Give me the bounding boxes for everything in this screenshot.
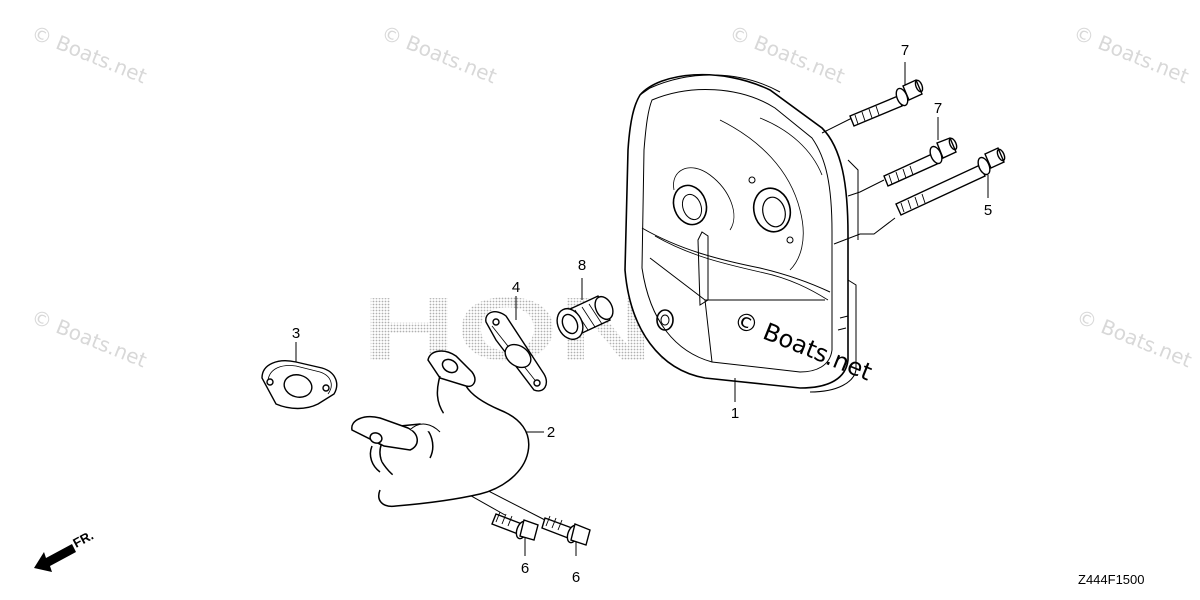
flange-bolt-part-5[interactable] [895,147,1006,216]
callout-4[interactable]: 4 [512,279,520,296]
flange-bolt-part-6-a[interactable] [491,511,539,541]
callout-3[interactable]: 3 [292,325,300,342]
watermark-text: © Boats.net [28,304,150,372]
callout-7-top[interactable]: 7 [901,42,909,59]
front-arrow-icon [34,544,76,572]
callout-numbers: 1 2 3 4 5 6 6 7 7 8 [292,42,992,586]
callout-6-right[interactable]: 6 [572,569,580,586]
diagram-code: Z444F1500 [1078,572,1145,587]
callout-6-left[interactable]: 6 [521,560,529,577]
watermark-text: © Boats.net [1070,20,1192,88]
callout-2[interactable]: 2 [547,424,555,441]
spark-arrester-part-8[interactable] [552,294,616,344]
flange-bolt-part-6-b[interactable] [541,515,591,546]
exhaust-gasket-part-3[interactable] [261,360,338,410]
flange-bolt-part-7-b[interactable] [883,137,958,187]
front-direction-label: FR. [70,528,96,551]
callout-5[interactable]: 5 [984,202,992,219]
muffler-gasket-part-4[interactable] [485,311,548,392]
callout-8[interactable]: 8 [578,257,586,274]
watermark-text: © Boats.net [378,20,500,88]
watermark-text: © Boats.net [1073,304,1195,372]
callout-7-middle[interactable]: 7 [934,100,942,117]
watermark-text: © Boats.net [28,20,150,88]
flange-bolt-part-7-a[interactable] [849,79,924,127]
exhaust-pipe-part-2[interactable] [351,350,530,508]
front-direction-indicator: FR. [34,528,96,572]
callout-1[interactable]: 1 [731,405,739,422]
muffler-part-1[interactable] [624,73,859,393]
